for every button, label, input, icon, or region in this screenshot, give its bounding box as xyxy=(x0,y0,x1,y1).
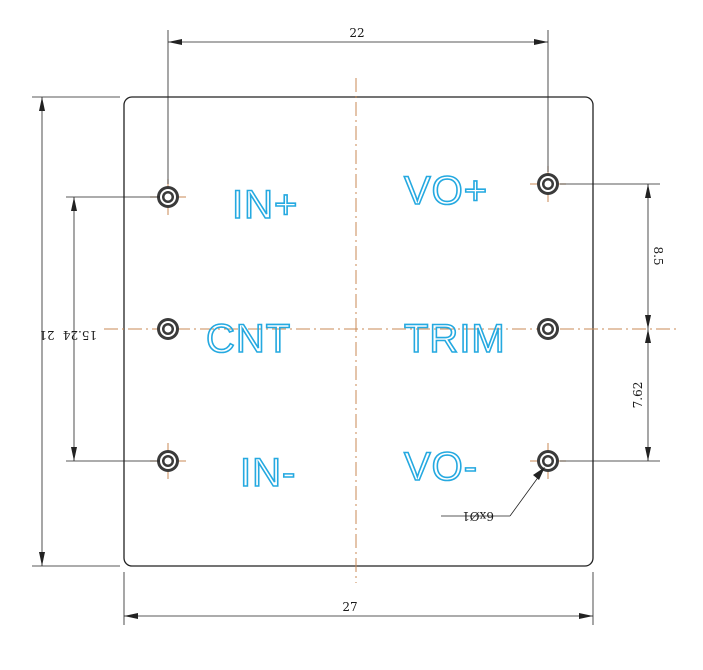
pin-vo-minus xyxy=(537,450,559,472)
label-cnt: CNT xyxy=(206,317,291,361)
label-vo-minus: VO- xyxy=(404,445,478,489)
label-in-minus: IN- xyxy=(240,451,296,495)
dimension-board-height: 21 xyxy=(32,96,120,567)
dim-board-width-text: 27 xyxy=(342,600,357,614)
pin-hole-callout: 6xØ1 xyxy=(441,467,545,523)
label-in-plus: IN+ xyxy=(232,183,298,227)
dimension-board-width: 27 xyxy=(123,572,594,625)
pin-in-minus xyxy=(157,450,179,472)
pin-cnt xyxy=(157,318,179,340)
pin-vo-plus xyxy=(537,173,559,195)
dim-top-pin-spacing-text: 22 xyxy=(349,26,364,40)
pin-in-plus xyxy=(157,186,179,208)
dimension-vo-plus-to-trim: 8.5 xyxy=(560,183,665,329)
dim-trim-to-vo-minus-text: 7.62 xyxy=(631,382,645,409)
dim-vo-plus-to-trim-text: 8.5 xyxy=(651,246,665,265)
label-trim: TRIM xyxy=(404,317,506,361)
dimension-trim-to-vo-minus: 7.62 xyxy=(560,329,660,462)
dimension-top-pin-spacing: 22 xyxy=(167,26,549,184)
pin-hole-callout-text: 6xØ1 xyxy=(462,509,494,523)
dim-input-pin-span-text: 15.24 xyxy=(62,328,97,342)
dimension-input-pin-span: 15.24 xyxy=(62,196,160,462)
board-outline xyxy=(123,96,594,567)
pin-trim xyxy=(537,318,559,340)
dim-board-height-text: 21 xyxy=(39,328,54,342)
label-vo-plus: VO+ xyxy=(404,169,488,213)
